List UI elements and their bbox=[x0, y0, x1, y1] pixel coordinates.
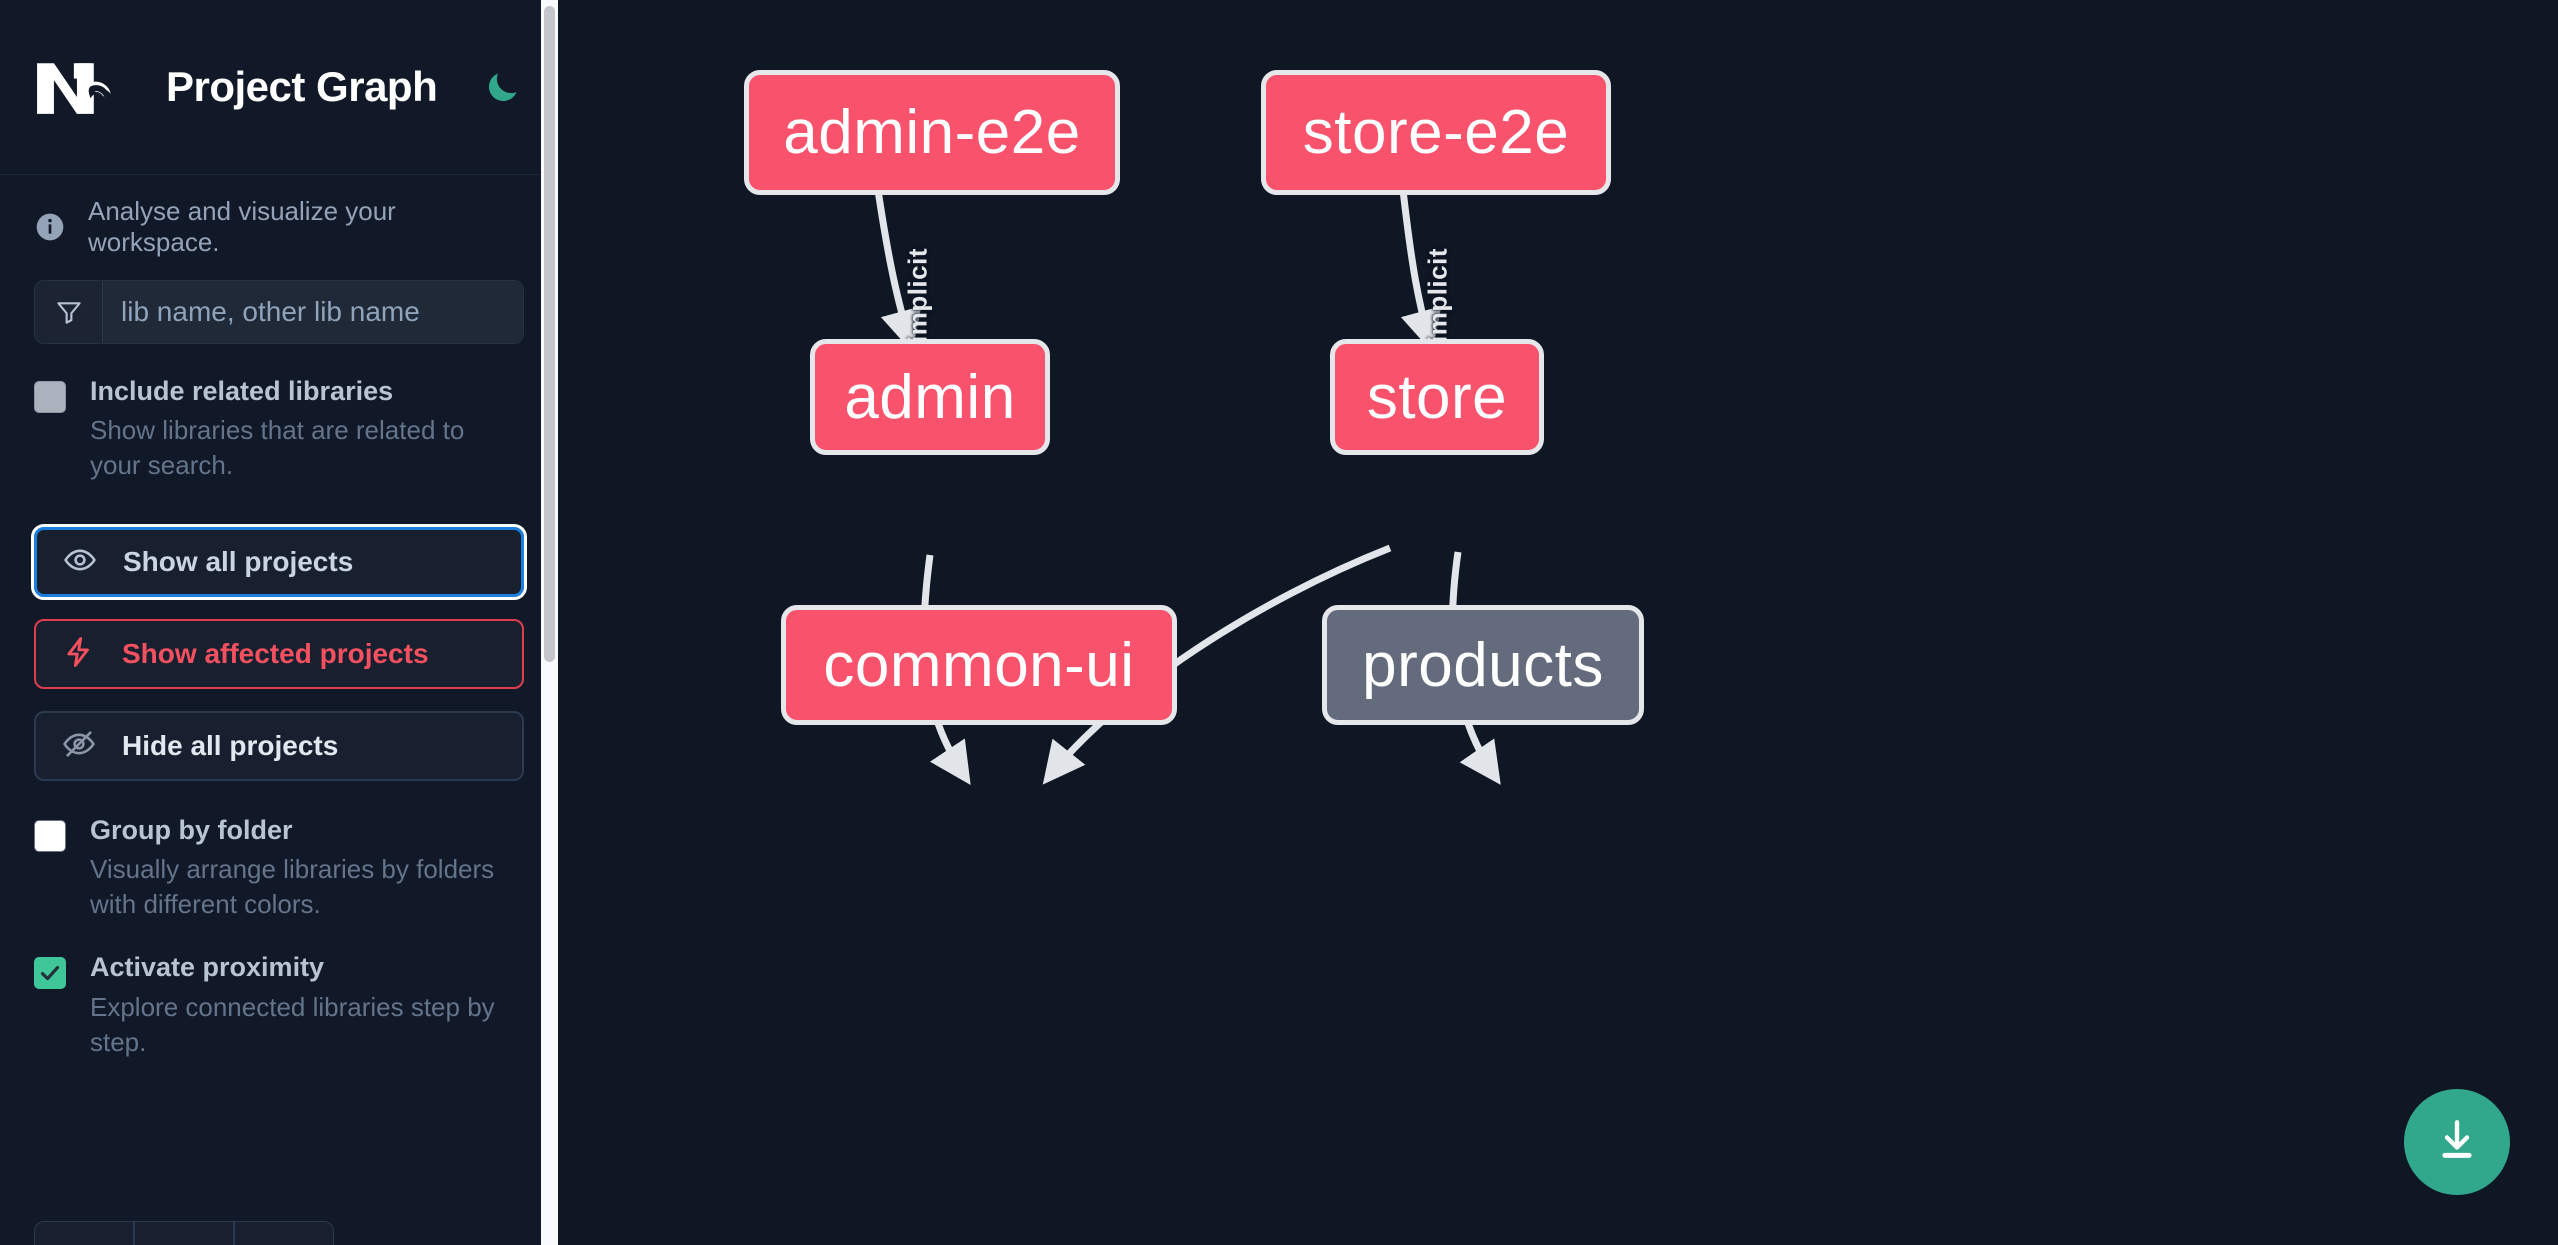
activate-proximity-texts: Activate proximity Explore connected lib… bbox=[90, 952, 510, 1059]
show-all-projects-label: Show all projects bbox=[123, 546, 354, 578]
eye-icon bbox=[63, 543, 97, 582]
include-related-libraries-row[interactable]: Include related libraries Show libraries… bbox=[0, 376, 558, 483]
info-icon bbox=[34, 211, 66, 243]
edge-store-common-ui bbox=[1042, 544, 1392, 785]
moon-icon[interactable] bbox=[477, 61, 529, 113]
proximity-step-button-group[interactable] bbox=[34, 1221, 334, 1245]
activate-proximity-label: Activate proximity bbox=[90, 952, 325, 983]
eye-off-icon bbox=[62, 727, 96, 766]
workspace-info: Analyse and visualize your workspace. bbox=[0, 175, 558, 278]
include-related-libraries-checkbox[interactable] bbox=[34, 381, 66, 413]
graph-node-products[interactable]: products bbox=[1322, 605, 1644, 725]
lightning-bolt-icon bbox=[62, 635, 96, 674]
show-affected-projects-label: Show affected projects bbox=[122, 638, 429, 670]
group-by-folder-label: Group by folder bbox=[90, 815, 293, 846]
graph-node-admin-e2e-label: admin-e2e bbox=[783, 98, 1081, 167]
sidebar-scrollbar-thumb[interactable] bbox=[544, 6, 555, 662]
hide-all-projects-button[interactable]: Hide all projects bbox=[34, 711, 524, 782]
group-by-folder-texts: Group by folder Visually arrange librari… bbox=[90, 815, 510, 922]
check-icon bbox=[40, 966, 60, 981]
activate-proximity-row[interactable]: Activate proximity Explore connected lib… bbox=[0, 952, 558, 1059]
graph-node-common-ui-label: common-ui bbox=[823, 630, 1135, 700]
include-related-libraries-label: Include related libraries bbox=[90, 376, 394, 406]
graph-node-common-ui[interactable]: common-ui bbox=[781, 605, 1177, 725]
funnel-icon bbox=[35, 281, 103, 343]
proximity-step-segment-3[interactable] bbox=[234, 1221, 334, 1245]
graph-node-products-label: products bbox=[1362, 630, 1604, 700]
sidebar-scrollbar[interactable] bbox=[541, 0, 558, 1245]
filter-box bbox=[34, 280, 524, 344]
search-input[interactable] bbox=[103, 281, 523, 343]
graph-node-admin[interactable]: admin bbox=[810, 339, 1050, 455]
activate-proximity-description: Explore connected libraries step by step… bbox=[90, 991, 495, 1057]
filter-section bbox=[0, 280, 558, 344]
projects-button-group: Show all projects Show affected projects bbox=[0, 524, 558, 782]
graph-node-admin-e2e[interactable]: admin-e2e bbox=[744, 70, 1120, 195]
activate-proximity-checkbox[interactable] bbox=[34, 957, 66, 990]
graph-node-store[interactable]: store bbox=[1330, 339, 1544, 455]
proximity-step-segment-2[interactable] bbox=[134, 1221, 234, 1245]
graph-node-store-e2e[interactable]: store-e2e bbox=[1261, 70, 1611, 195]
proximity-step-segment-1[interactable] bbox=[34, 1221, 134, 1245]
workspace-info-text: Analyse and visualize your workspace. bbox=[88, 195, 396, 257]
include-related-libraries-texts: Include related libraries Show libraries… bbox=[90, 376, 510, 483]
graph-canvas[interactable]: implicit implicit admin-e2e store-e2e ad… bbox=[558, 0, 2558, 1245]
group-by-folder-description: Visually arrange libraries by folders wi… bbox=[90, 854, 495, 920]
edge-admin-e2e-admin bbox=[874, 189, 922, 353]
show-affected-projects-button[interactable]: Show affected projects bbox=[34, 619, 524, 690]
sidebar: Project Graph Analyse and visualize your… bbox=[0, 0, 558, 1245]
download-graph-button[interactable] bbox=[2404, 1089, 2510, 1195]
graph-node-store-label: store bbox=[1366, 362, 1508, 432]
hide-all-projects-label: Hide all projects bbox=[122, 730, 339, 762]
group-by-folder-row[interactable]: Group by folder Visually arrange librari… bbox=[0, 815, 558, 922]
show-all-projects-button[interactable]: Show all projects bbox=[31, 524, 527, 601]
group-by-folder-checkbox[interactable] bbox=[34, 820, 66, 853]
nx-logo-icon bbox=[34, 57, 126, 117]
include-related-libraries-description: Show libraries that are related to your … bbox=[90, 415, 465, 481]
graph-node-store-e2e-label: store-e2e bbox=[1302, 98, 1570, 167]
graph-node-admin-label: admin bbox=[844, 362, 1016, 432]
edge-store-e2e-store bbox=[1399, 189, 1442, 353]
sidebar-header: Project Graph bbox=[0, 0, 558, 175]
download-icon bbox=[2432, 1115, 2482, 1170]
page-title: Project Graph bbox=[166, 63, 438, 110]
